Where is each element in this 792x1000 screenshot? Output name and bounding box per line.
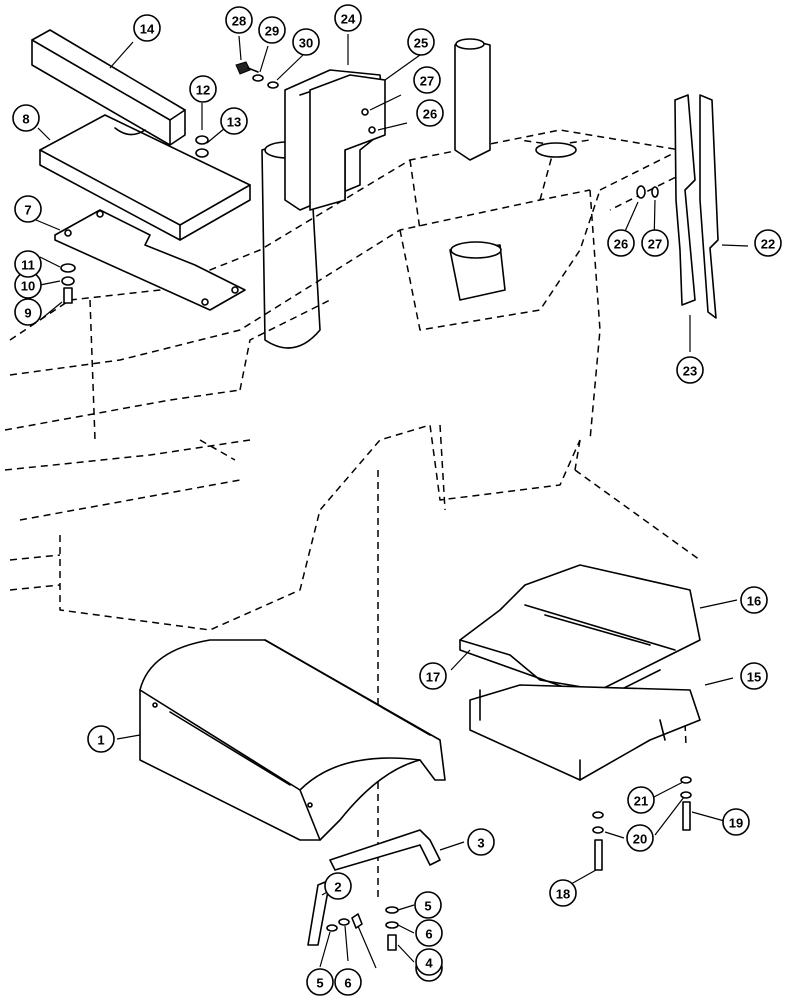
callout-label: 10: [21, 279, 35, 294]
callout-upright-panel: 25: [407, 28, 435, 56]
part-14-pad: [31, 29, 186, 146]
callout-floor-mat-edge: 17: [419, 662, 447, 690]
callout-lock-washer: 6: [415, 919, 443, 947]
callout-label: 15: [747, 670, 761, 685]
callout-label: 21: [634, 794, 648, 809]
callout-floor-mat: 16: [740, 586, 768, 614]
callout-washer: 30: [292, 28, 320, 56]
callout-label: 1: [97, 733, 104, 748]
callout-label: 29: [265, 24, 279, 39]
callout-bolt: 19: [722, 808, 750, 836]
callout-lock-washer: 20: [626, 824, 654, 852]
callout-label: 26: [423, 107, 437, 122]
callout-label: 7: [24, 203, 31, 218]
callout-washer: 5: [414, 891, 442, 919]
part-24-25-upright: [284, 69, 386, 211]
callout-label: 20: [633, 832, 647, 847]
callout-label: 28: [232, 14, 246, 29]
part-2-3-brackets: [307, 829, 441, 946]
hardware-4-6: [326, 906, 399, 951]
callout-side-panel: 22: [754, 229, 782, 257]
callout-lock-washer: 6: [334, 968, 362, 996]
part-15-17-floor: [459, 564, 701, 781]
callout-pad: 14: [133, 14, 161, 42]
callout-bolt: 18: [549, 879, 577, 907]
callout-label: 19: [729, 816, 743, 831]
hardware-9-13: [60, 135, 209, 304]
callout-nut: 27: [413, 66, 441, 94]
hardware-18-21: [592, 776, 692, 871]
callout-label: 6: [344, 976, 351, 991]
callout-label: 13: [227, 115, 241, 130]
part-7-plate: [54, 209, 246, 311]
callout-washer: 26: [607, 229, 635, 257]
callout-washer: 5: [306, 968, 334, 996]
callout-label: 8: [22, 112, 29, 127]
callout-lock-washer: 10: [14, 271, 42, 299]
callout-label: 18: [556, 887, 570, 902]
callout-label: 30: [299, 36, 313, 51]
callout-lock-washer: 29: [258, 16, 286, 44]
callout-side-bracket: 23: [676, 356, 704, 384]
callout-label: 2: [334, 880, 341, 895]
callout-bubbles: 1234455667891011121314151617181920212223…: [12, 4, 782, 996]
callout-label: 17: [426, 670, 440, 685]
callout-bracket-long: 3: [467, 828, 495, 856]
callout-label: 5: [316, 976, 323, 991]
hardware-28-30: [235, 61, 279, 89]
callout-label: 3: [477, 836, 484, 851]
callout-label: 9: [24, 306, 31, 321]
callout-label: 5: [424, 899, 431, 914]
callout-label: 22: [761, 237, 775, 252]
callout-washer: 26: [416, 99, 444, 127]
frame-column: [261, 38, 577, 349]
callout-bolt: 28: [225, 6, 253, 34]
callout-label: 23: [683, 364, 697, 379]
callout-bolt: 9: [14, 298, 42, 326]
callout-label: 6: [425, 927, 432, 942]
callout-label: 24: [341, 12, 356, 27]
callout-nut: 12: [189, 75, 217, 103]
callout-label: 14: [140, 22, 155, 37]
callout-floor-pan: 15: [740, 662, 768, 690]
callout-plate: 7: [14, 195, 42, 223]
callout-cover-plate: 8: [12, 104, 40, 132]
callout-washer: 13: [220, 107, 248, 135]
frame-outline: [4, 129, 701, 900]
callout-bolt: 4: [415, 948, 443, 976]
callout-label: 16: [747, 594, 761, 609]
callout-label: 27: [648, 237, 662, 252]
callout-upright-bracket: 24: [334, 4, 362, 32]
part-22-23-side-panel: [636, 94, 719, 319]
callout-label: 27: [420, 74, 434, 89]
callout-nut: 27: [641, 229, 669, 257]
callout-washer: 11: [14, 250, 42, 278]
part-1-fender: [139, 639, 446, 841]
callout-label: 26: [614, 237, 628, 252]
callout-label: 11: [21, 258, 35, 273]
callout-label: 4: [425, 956, 433, 971]
callout-fender: 1: [87, 725, 115, 753]
callout-label: 12: [196, 83, 210, 98]
callout-bracket-small: 2: [324, 872, 352, 900]
callout-label: 25: [414, 36, 428, 51]
callout-washer: 21: [627, 786, 655, 814]
part-8-cover-plate: [39, 114, 251, 241]
